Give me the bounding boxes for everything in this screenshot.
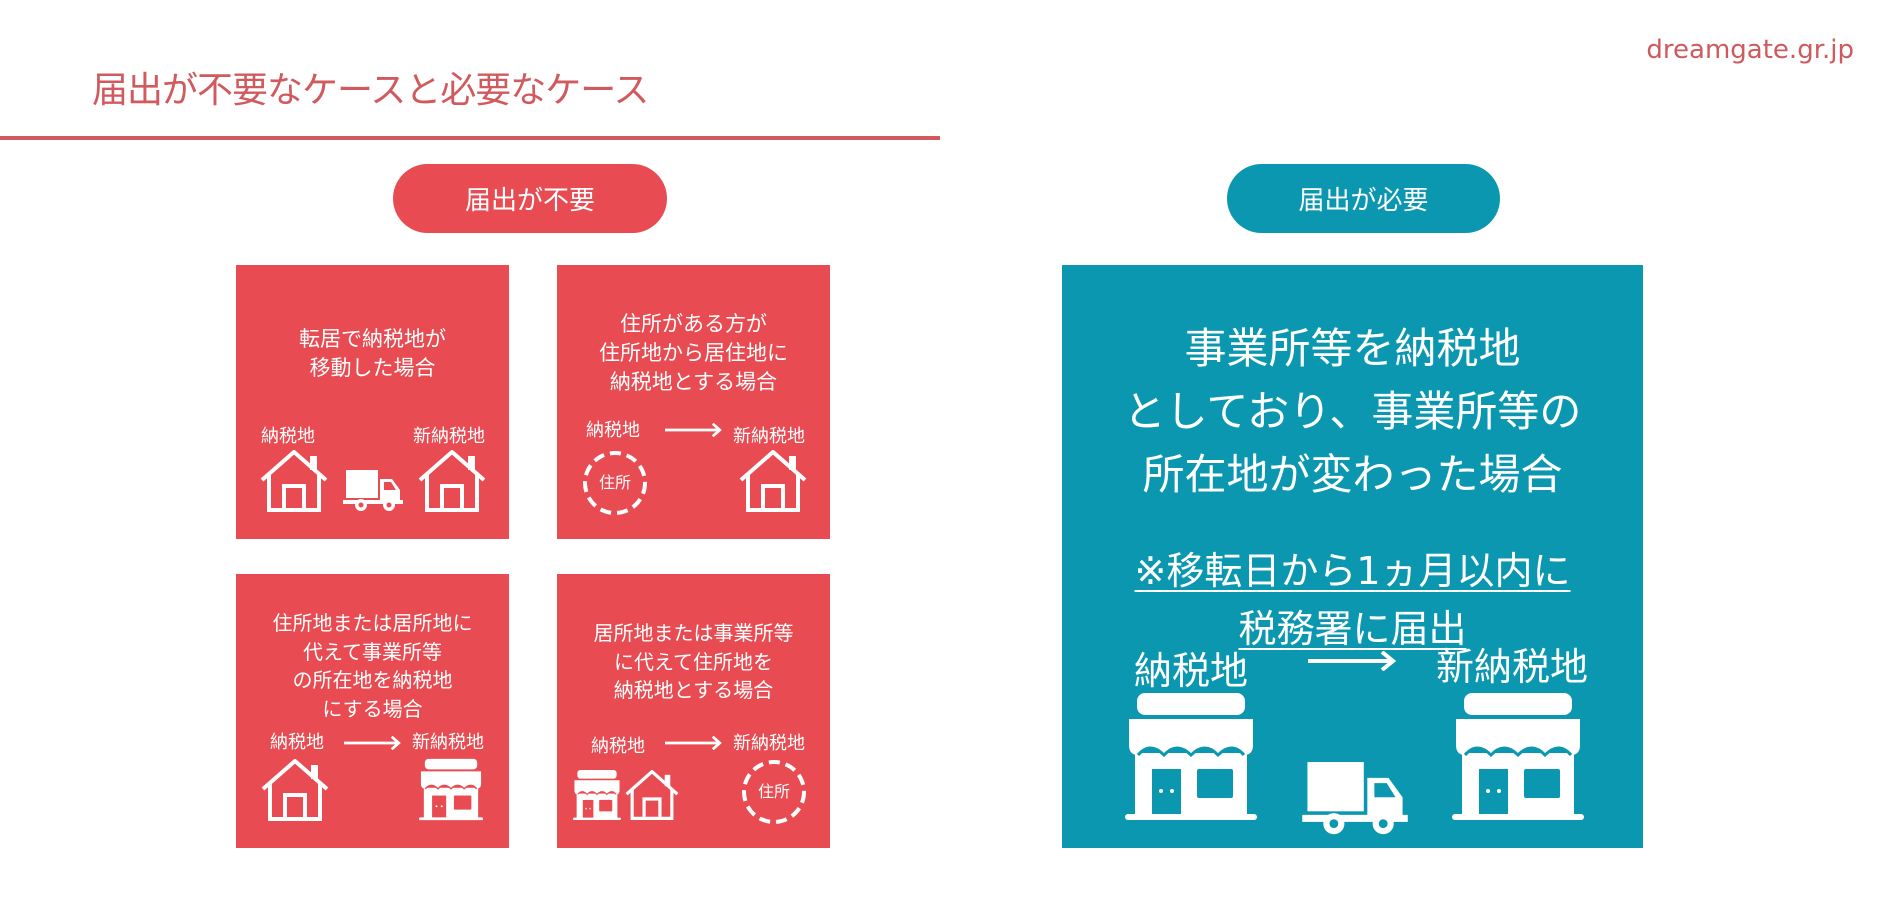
arrow-right-icon [344,736,402,750]
required-title: 事業所等を納税地 としており、事業所等の 所在地が変わった場合 [1062,275,1643,506]
case-card-residence: 住所がある方が 住所地から居住地に 納税地とする場合 納税地 新納税地 住所 [557,265,830,539]
case-title-line: 移動した場合 [309,356,436,380]
house-icon [261,759,329,821]
case-card-office-instead: 住所地または居所地に 代えて事業所等 の所在地を納税地 にする場合 納税地 新納… [236,574,509,848]
required-badge-label: 届出が必要 [1298,186,1429,216]
case-title: 住所がある方が 住所地から居住地に 納税地とする場合 [557,310,830,397]
from-label: 納税地 [1134,649,1249,693]
truck-icon [1302,762,1408,836]
deadline-note-line: ※移転日から1ヵ月以内に [1134,549,1571,593]
house-icon [625,770,679,820]
case-title-line: 居所地または事業所等 [593,621,794,645]
case-title-line: にする場合 [322,696,423,721]
case-title-line: 納税地とする場合 [609,370,778,394]
from-label: 納税地 [591,736,645,757]
arrow-right-icon [1308,651,1398,671]
address-circle-label: 住所 [598,473,631,492]
case-title-line: 納税地とする場合 [613,678,774,702]
case-card-moving: 転居で納税地が 移動した場合 納税地 新納税地 [236,265,509,539]
deadline-note: ※移転日から1ヵ月以内に 税務署に届出 [1062,542,1643,658]
case-title: 居所地または事業所等 に代えて住所地を 納税地とする場合 [557,619,830,705]
case-title-line: 代えて事業所等 [303,639,442,664]
not-required-badge-label: 届出が不要 [464,186,595,216]
case-card-address-instead: 居所地または事業所等 に代えて住所地を 納税地とする場合 納税地 新納税地 住所 [557,574,830,848]
house-icon [739,450,807,512]
site-domain: dreamgate.gr.jp [1646,35,1854,65]
store-icon [1125,693,1257,820]
from-label: 納税地 [586,420,640,441]
case-title-line: 住所地または居所地に [272,611,473,635]
not-required-badge: 届出が不要 [393,164,667,233]
arrow-right-icon [665,736,723,750]
required-title-line: 所在地が変わった場合 [1142,450,1563,499]
to-label: 新納税地 [733,426,805,447]
to-label: 新納税地 [733,733,805,754]
house-icon [418,450,486,512]
case-title: 住所地または居所地に 代えて事業所等 の所在地を納税地 にする場合 [236,609,509,723]
dashed-circle-address-icon [583,451,647,515]
house-icon [260,450,328,512]
case-title-line: 転居で納税地が [299,327,446,351]
store-icon [1452,693,1584,820]
to-label: 新納税地 [1436,645,1589,689]
arrow-right-icon [665,423,723,437]
required-case-card: 事業所等を納税地 としており、事業所等の 所在地が変わった場合 ※移転日から1ヵ… [1062,265,1643,848]
store-icon [419,758,483,821]
truck-icon [343,470,403,512]
case-title-line: の所在地を納税地 [292,668,453,692]
from-label: 納税地 [270,732,324,753]
from-label: 納税地 [261,426,315,447]
deadline-note-line: 税務署に届出 [1238,607,1467,651]
dashed-circle-address-icon [742,760,806,824]
page-title: 届出が不要なケースと必要なケース [92,70,649,111]
title-divider [0,136,940,140]
store-icon [573,770,621,820]
case-title-line: 住所地から居住地に [599,341,788,365]
required-title-line: としており、事業所等の [1123,387,1582,436]
required-title-line: 事業所等を納税地 [1184,324,1521,373]
address-circle-label: 住所 [757,782,790,801]
case-title-line: 住所がある方が [620,312,767,336]
to-label: 新納税地 [412,732,484,753]
case-title: 転居で納税地が 移動した場合 [236,325,509,383]
to-label: 新納税地 [413,426,485,447]
required-badge: 届出が必要 [1227,164,1500,233]
case-title-line: に代えて住所地を [614,649,773,674]
